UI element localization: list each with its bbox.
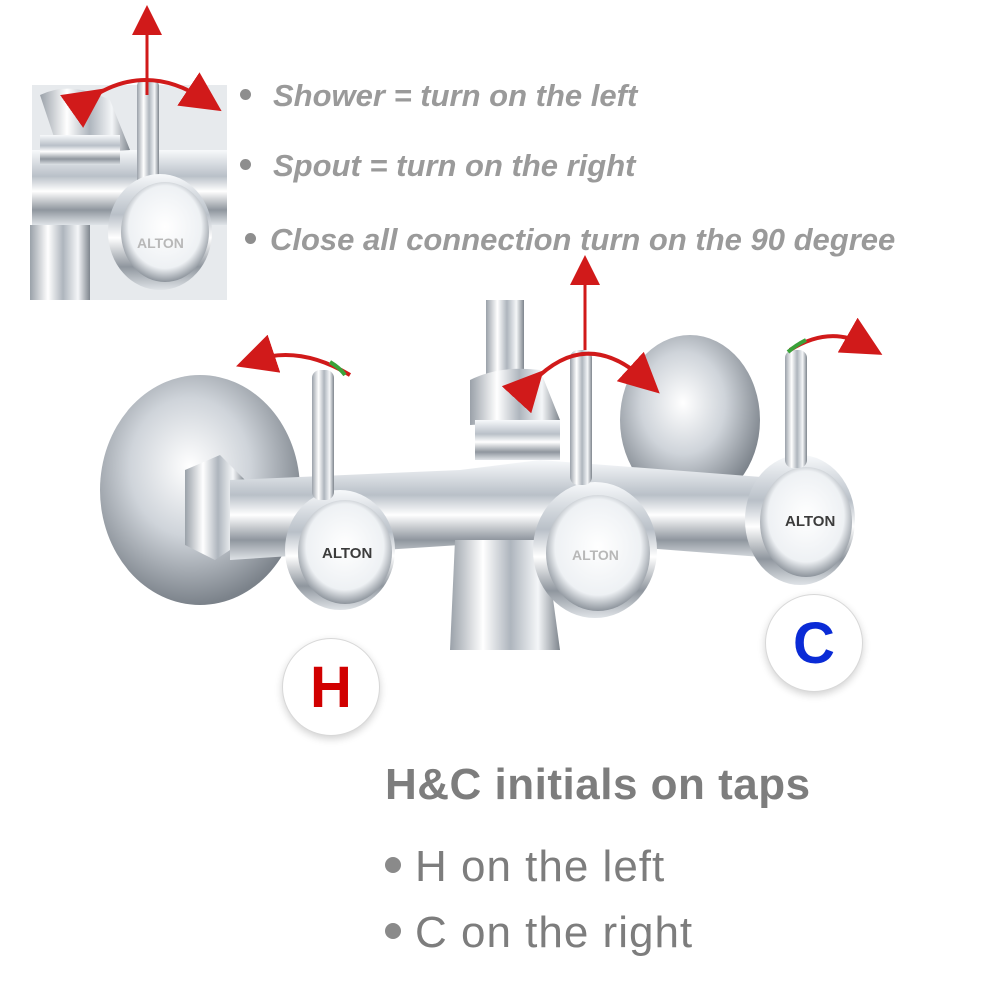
- bullet-icon: [240, 89, 251, 101]
- summary-title: H&C initials on taps: [385, 760, 811, 809]
- bullet-icon: [385, 857, 401, 874]
- brand-label-center: ALTON: [572, 547, 619, 563]
- bullet-icon: [385, 923, 401, 940]
- summary-rule-hot: H on the left: [385, 842, 665, 892]
- instruction-spout: Spout = turn on the right: [240, 148, 635, 184]
- instruction-spout-text: Spout = turn on the right: [273, 148, 636, 183]
- brand-label-inset: ALTON: [137, 235, 184, 251]
- brand-label-left: ALTON: [322, 545, 372, 562]
- instruction-shower-text: Shower = turn on the left: [273, 78, 638, 113]
- bullet-icon: [245, 233, 256, 245]
- summary-rule-cold-text: C on the right: [415, 908, 694, 957]
- inset-photo: [30, 5, 227, 300]
- summary-rule-hot-text: H on the left: [415, 842, 666, 891]
- bullet-icon: [240, 159, 251, 171]
- instruction-close: Close all connection turn on the 90 degr…: [245, 222, 895, 258]
- instruction-shower: Shower = turn on the left: [240, 78, 637, 114]
- hot-badge: H: [282, 638, 380, 736]
- cold-badge: C: [765, 594, 863, 692]
- instruction-close-text: Close all connection turn on the 90 degr…: [270, 222, 896, 257]
- main-faucet: [100, 255, 883, 650]
- summary-rule-cold: C on the right: [385, 908, 693, 958]
- brand-label-right: ALTON: [785, 513, 835, 530]
